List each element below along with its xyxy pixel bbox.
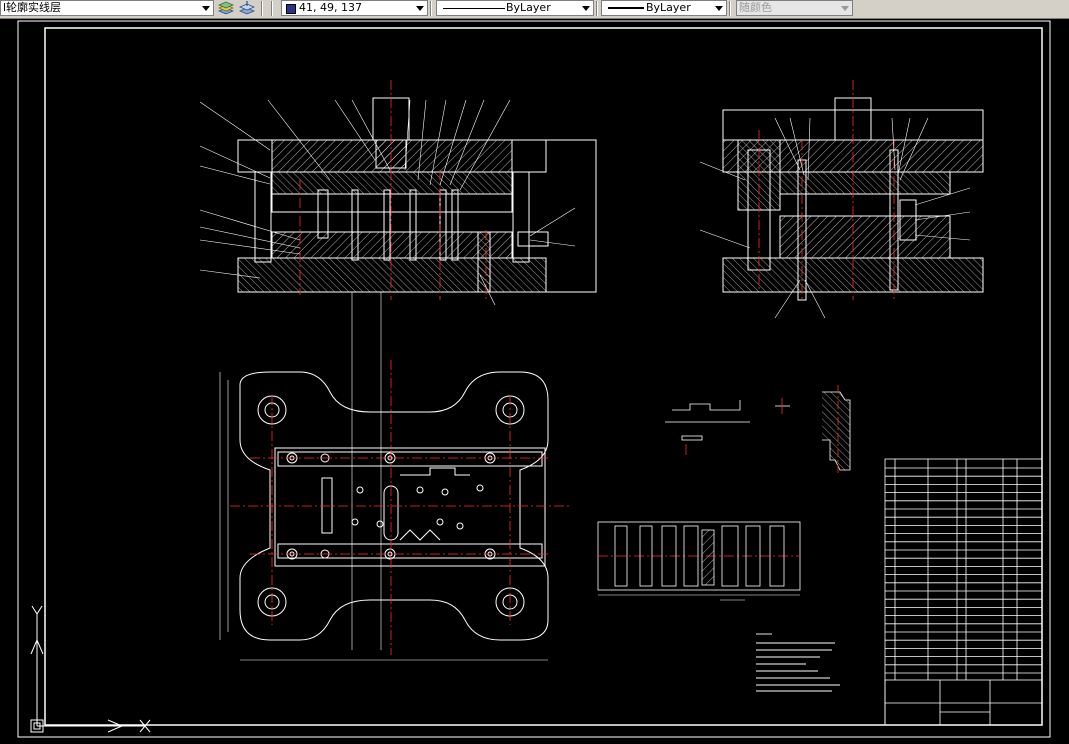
part-detail-views[interactable] [597,385,851,601]
color-value: 41, 49, 137 [299,1,362,14]
drawing-border [17,20,1051,738]
chevron-down-icon[interactable] [416,6,424,11]
drawing-canvas[interactable] [0,19,1069,740]
color-dropdown[interactable]: 41, 49, 137 [281,0,428,16]
plotstyle-value: 随颜色 [739,1,772,14]
lineweight-sample [608,7,644,9]
plotstyle-dropdown: 随颜色 [736,0,853,16]
layer-states-icon[interactable] [238,0,256,17]
technical-notes [756,633,840,692]
toolbar-separator [261,1,263,16]
lineweight-value: ByLayer [646,1,691,14]
lineweight-dropdown[interactable]: ByLayer [601,0,727,16]
toolbar-separator [596,1,598,16]
toolbar-separator [430,1,432,16]
layer-name: l轮廓实线层 [3,1,62,14]
ucs-icon [30,605,151,733]
layer-dropdown[interactable]: l轮廓实线层 [0,0,214,16]
chevron-down-icon[interactable] [202,6,210,11]
linetype-dropdown[interactable]: ByLayer [436,0,594,16]
plan-view[interactable] [219,360,570,661]
side-section-view[interactable] [699,80,984,319]
linetype-sample [443,8,505,9]
chevron-down-icon[interactable] [715,6,723,11]
linetype-value: ByLayer [506,1,551,14]
color-swatch [286,4,296,14]
chevron-down-icon [841,6,849,11]
front-section-view[interactable] [199,80,597,650]
parts-list-table[interactable] [884,458,1043,726]
toolbar-separator [271,1,273,16]
toolbar-separator [729,1,731,16]
properties-toolbar: l轮廓实线层 41, 49, 137 ByLayer ByLayer 随 [0,0,1069,19]
layer-previous-icon[interactable] [217,0,235,17]
chevron-down-icon[interactable] [582,6,590,11]
